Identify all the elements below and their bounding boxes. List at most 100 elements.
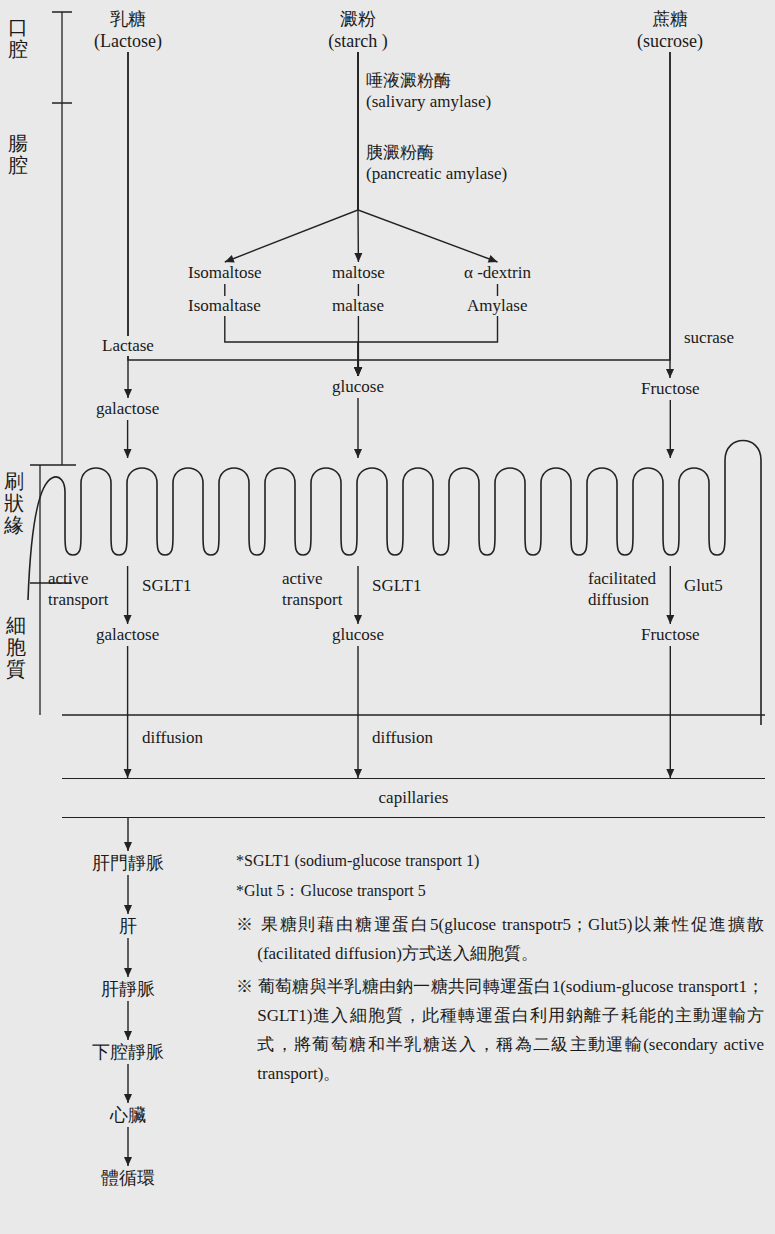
flow-arrow <box>124 1127 132 1166</box>
arrowhead <box>666 769 674 778</box>
arrowhead <box>354 367 362 376</box>
intermediate-sugar: α -dextrin <box>462 262 533 284</box>
flow-arrow <box>124 875 132 914</box>
brush-border-membrane <box>28 441 761 726</box>
monosaccharide: glucose <box>330 376 386 398</box>
monosaccharide: galactose <box>94 398 161 420</box>
arrowhead <box>124 1094 132 1103</box>
edge-label: Amylase <box>465 296 529 316</box>
flow-line <box>357 646 358 778</box>
sugar-source: 蔗糖 (sucrose) <box>634 8 706 52</box>
edge-label: Glut5 <box>682 576 725 596</box>
node-text: 肝靜脈 <box>101 977 155 1001</box>
flow-line <box>127 646 128 778</box>
arrowhead <box>354 367 362 376</box>
node-text: Fructose <box>641 624 700 646</box>
node-text: 澱粉 (starch ) <box>327 8 389 52</box>
cytoplasm-sugar: Fructose <box>639 624 702 646</box>
intermediate-sugar: maltose <box>330 262 387 284</box>
monosaccharide: Fructose <box>639 378 702 400</box>
sugar-source: 澱粉 (starch ) <box>325 8 391 52</box>
node-text: capillaries <box>379 787 449 809</box>
circulation-step: 心臟 <box>108 1103 148 1127</box>
flow-arrow <box>354 646 362 778</box>
flow-line <box>225 52 358 262</box>
node-text: glucose <box>332 624 384 646</box>
flow-line <box>670 646 671 778</box>
cytoplasm-boundary <box>62 714 765 715</box>
flow-arrow <box>225 52 358 263</box>
cytoplasm-sugar: galactose <box>94 624 161 646</box>
edge-label: maltase <box>330 296 386 316</box>
flow-arrow <box>354 398 362 624</box>
arrowhead <box>354 367 362 376</box>
edge-label: diffusion <box>140 728 205 748</box>
region-label: 刷狀緣 <box>4 470 24 536</box>
flow-line <box>670 400 671 624</box>
flow-arrow <box>128 52 362 376</box>
flow-arrow <box>124 818 132 851</box>
arrowhead <box>124 769 132 778</box>
node-text: 乳糖 (Lactose) <box>93 8 163 52</box>
flow-arrow <box>124 938 132 977</box>
node-text: glucose <box>332 376 384 398</box>
circulation-step: 肝門靜脈 <box>90 851 166 875</box>
region-label: 口腔 <box>8 16 28 60</box>
node-text: 肝 <box>119 914 137 938</box>
edge-label: SGLT1 <box>370 576 423 596</box>
region-label: 腸腔 <box>8 132 28 176</box>
circulation-step: 肝 <box>117 914 139 938</box>
intermediate-sugar: Isomaltose <box>186 262 264 284</box>
transport-label: active transport <box>48 568 111 610</box>
sugar-source: 乳糖 (Lactose) <box>91 8 165 52</box>
node-text: 體循環 <box>101 1166 155 1190</box>
arrowhead <box>354 615 362 624</box>
arrowhead <box>354 367 362 376</box>
footnote: ※ 果糖則藉由糖運蛋白5(glucose transpotr5；Glut5)以兼… <box>236 910 764 968</box>
footnote: *Glut 5：Glucose transport 5 <box>236 876 764 906</box>
cytoplasm-sugar: glucose <box>330 624 386 646</box>
node-text: 肝門靜脈 <box>92 851 164 875</box>
arrowhead <box>124 905 132 914</box>
arrowhead <box>124 1157 132 1166</box>
arrowhead <box>354 769 362 778</box>
arrowhead <box>124 1031 132 1040</box>
transport-label: facilitated diffusion <box>588 568 658 610</box>
node-text: Fructose <box>641 378 700 400</box>
transport-label: active transport <box>282 568 345 610</box>
edge-label: diffusion <box>370 728 435 748</box>
arrowhead <box>666 615 674 624</box>
arrowhead <box>666 369 674 378</box>
arrowhead <box>124 842 132 851</box>
edge-label: Isomaltase <box>186 296 263 316</box>
arrowhead <box>124 968 132 977</box>
flow-arrow <box>124 1064 132 1103</box>
node-text: 蔗糖 (sucrose) <box>636 8 704 52</box>
node-text: galactose <box>96 398 159 420</box>
capillary-band: capillaries <box>62 778 765 818</box>
node-text: α -dextrin <box>464 262 531 284</box>
arrowhead <box>124 389 132 398</box>
footnote: *SGLT1 (sodium-glucose transport 1) <box>236 846 764 876</box>
flow-arrow <box>666 400 674 624</box>
flow-arrow <box>124 646 132 778</box>
flow-line <box>357 398 358 624</box>
flow-arrow <box>354 52 670 376</box>
arrowhead <box>225 255 235 263</box>
footnote: ※ 葡萄糖與半乳糖由鈉一糖共同轉運蛋白1(sodium-glucose tran… <box>236 972 764 1088</box>
node-text: Isomaltose <box>188 262 262 284</box>
circulation-step: 肝靜脈 <box>99 977 157 1001</box>
edge-label: sucrase <box>682 328 736 348</box>
arrowhead <box>666 449 674 458</box>
circulation-step: 下腔靜脈 <box>90 1040 166 1064</box>
region-label: 細胞質 <box>6 614 26 680</box>
flow-arrow <box>124 420 132 624</box>
arrowhead <box>488 255 498 263</box>
flow-line <box>358 52 670 376</box>
node-text: galactose <box>96 624 159 646</box>
node-text: maltose <box>332 262 385 284</box>
arrowhead <box>124 449 132 458</box>
flow-arrow <box>124 1001 132 1040</box>
arrowhead <box>124 615 132 624</box>
